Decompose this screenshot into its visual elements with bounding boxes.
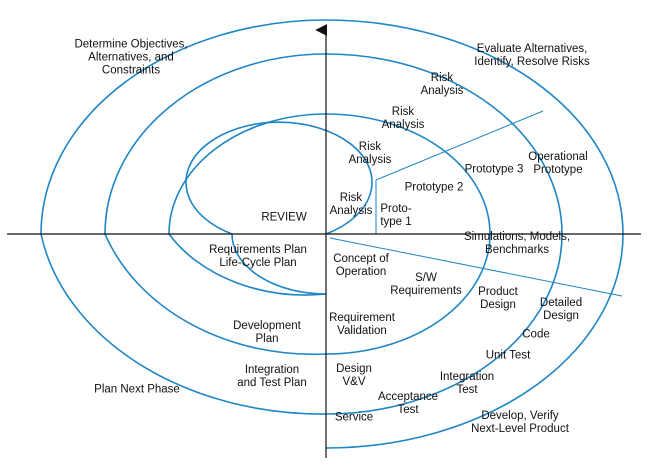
spiral-ring-3: [104, 53, 563, 415]
concept-of-operation-label: Concept of Operation: [333, 253, 389, 278]
operational-prototype-label: Operational Prototype: [528, 151, 588, 176]
acceptance-test-label: Acceptance Test: [377, 391, 439, 416]
risk-analysis-label-inner: Risk Analysis: [329, 192, 373, 217]
product-design-label: Product Design: [478, 286, 518, 311]
spiral-rings: [40, 19, 624, 449]
design-vv-label: Design V&V: [336, 363, 372, 388]
axes: [7, 24, 641, 458]
prototype-divider-diagonal: [375, 110, 544, 181]
requirements-plan-label: Requirements Plan Life-Cycle Plan: [209, 244, 307, 269]
integration-test-plan-label: Integration and Test Plan: [237, 364, 307, 389]
phase-lines: [329, 110, 623, 297]
integration-test-label: Integration Test: [439, 371, 495, 396]
unit-test-label: Unit Test: [485, 349, 531, 362]
simulations-label: Simulations, Models, Benchmarks: [463, 231, 571, 256]
risk-analysis-label-third: Risk Analysis: [381, 106, 425, 131]
spiral-ring-4: [40, 19, 624, 449]
quadrant-title-bottom-left: Plan Next Phase: [94, 383, 180, 396]
review-label: REVIEW: [261, 211, 307, 224]
spiral-ring-1: [185, 121, 373, 295]
sw-requirements-label: S/W Requirements: [390, 272, 462, 297]
design-divider-diagonal: [329, 237, 623, 297]
quadrant-title-top-right: Evaluate Alternatives, Identify, Resolve…: [474, 43, 590, 68]
requirement-validation-label: Requirement Validation: [329, 312, 395, 337]
detailed-design-label: Detailed Design: [539, 297, 583, 322]
code-label: Code: [522, 328, 550, 341]
risk-analysis-label-outer: Risk Analysis: [420, 72, 464, 97]
spiral-ring-2: [168, 113, 491, 355]
prototype-3-label: Prototype 3: [464, 163, 524, 176]
quadrant-title-top-left: Determine Objectives, Alternatives, and …: [74, 38, 188, 77]
prototype-1-label: Proto- type 1: [380, 203, 412, 228]
development-plan-label: Development Plan: [233, 320, 301, 345]
service-label: Service: [334, 411, 374, 424]
prototype-2-label: Prototype 2: [404, 181, 464, 194]
quadrant-title-bottom-right: Develop, Verify Next-Level Product: [471, 410, 569, 435]
risk-analysis-label-second: Risk Analysis: [348, 141, 392, 166]
